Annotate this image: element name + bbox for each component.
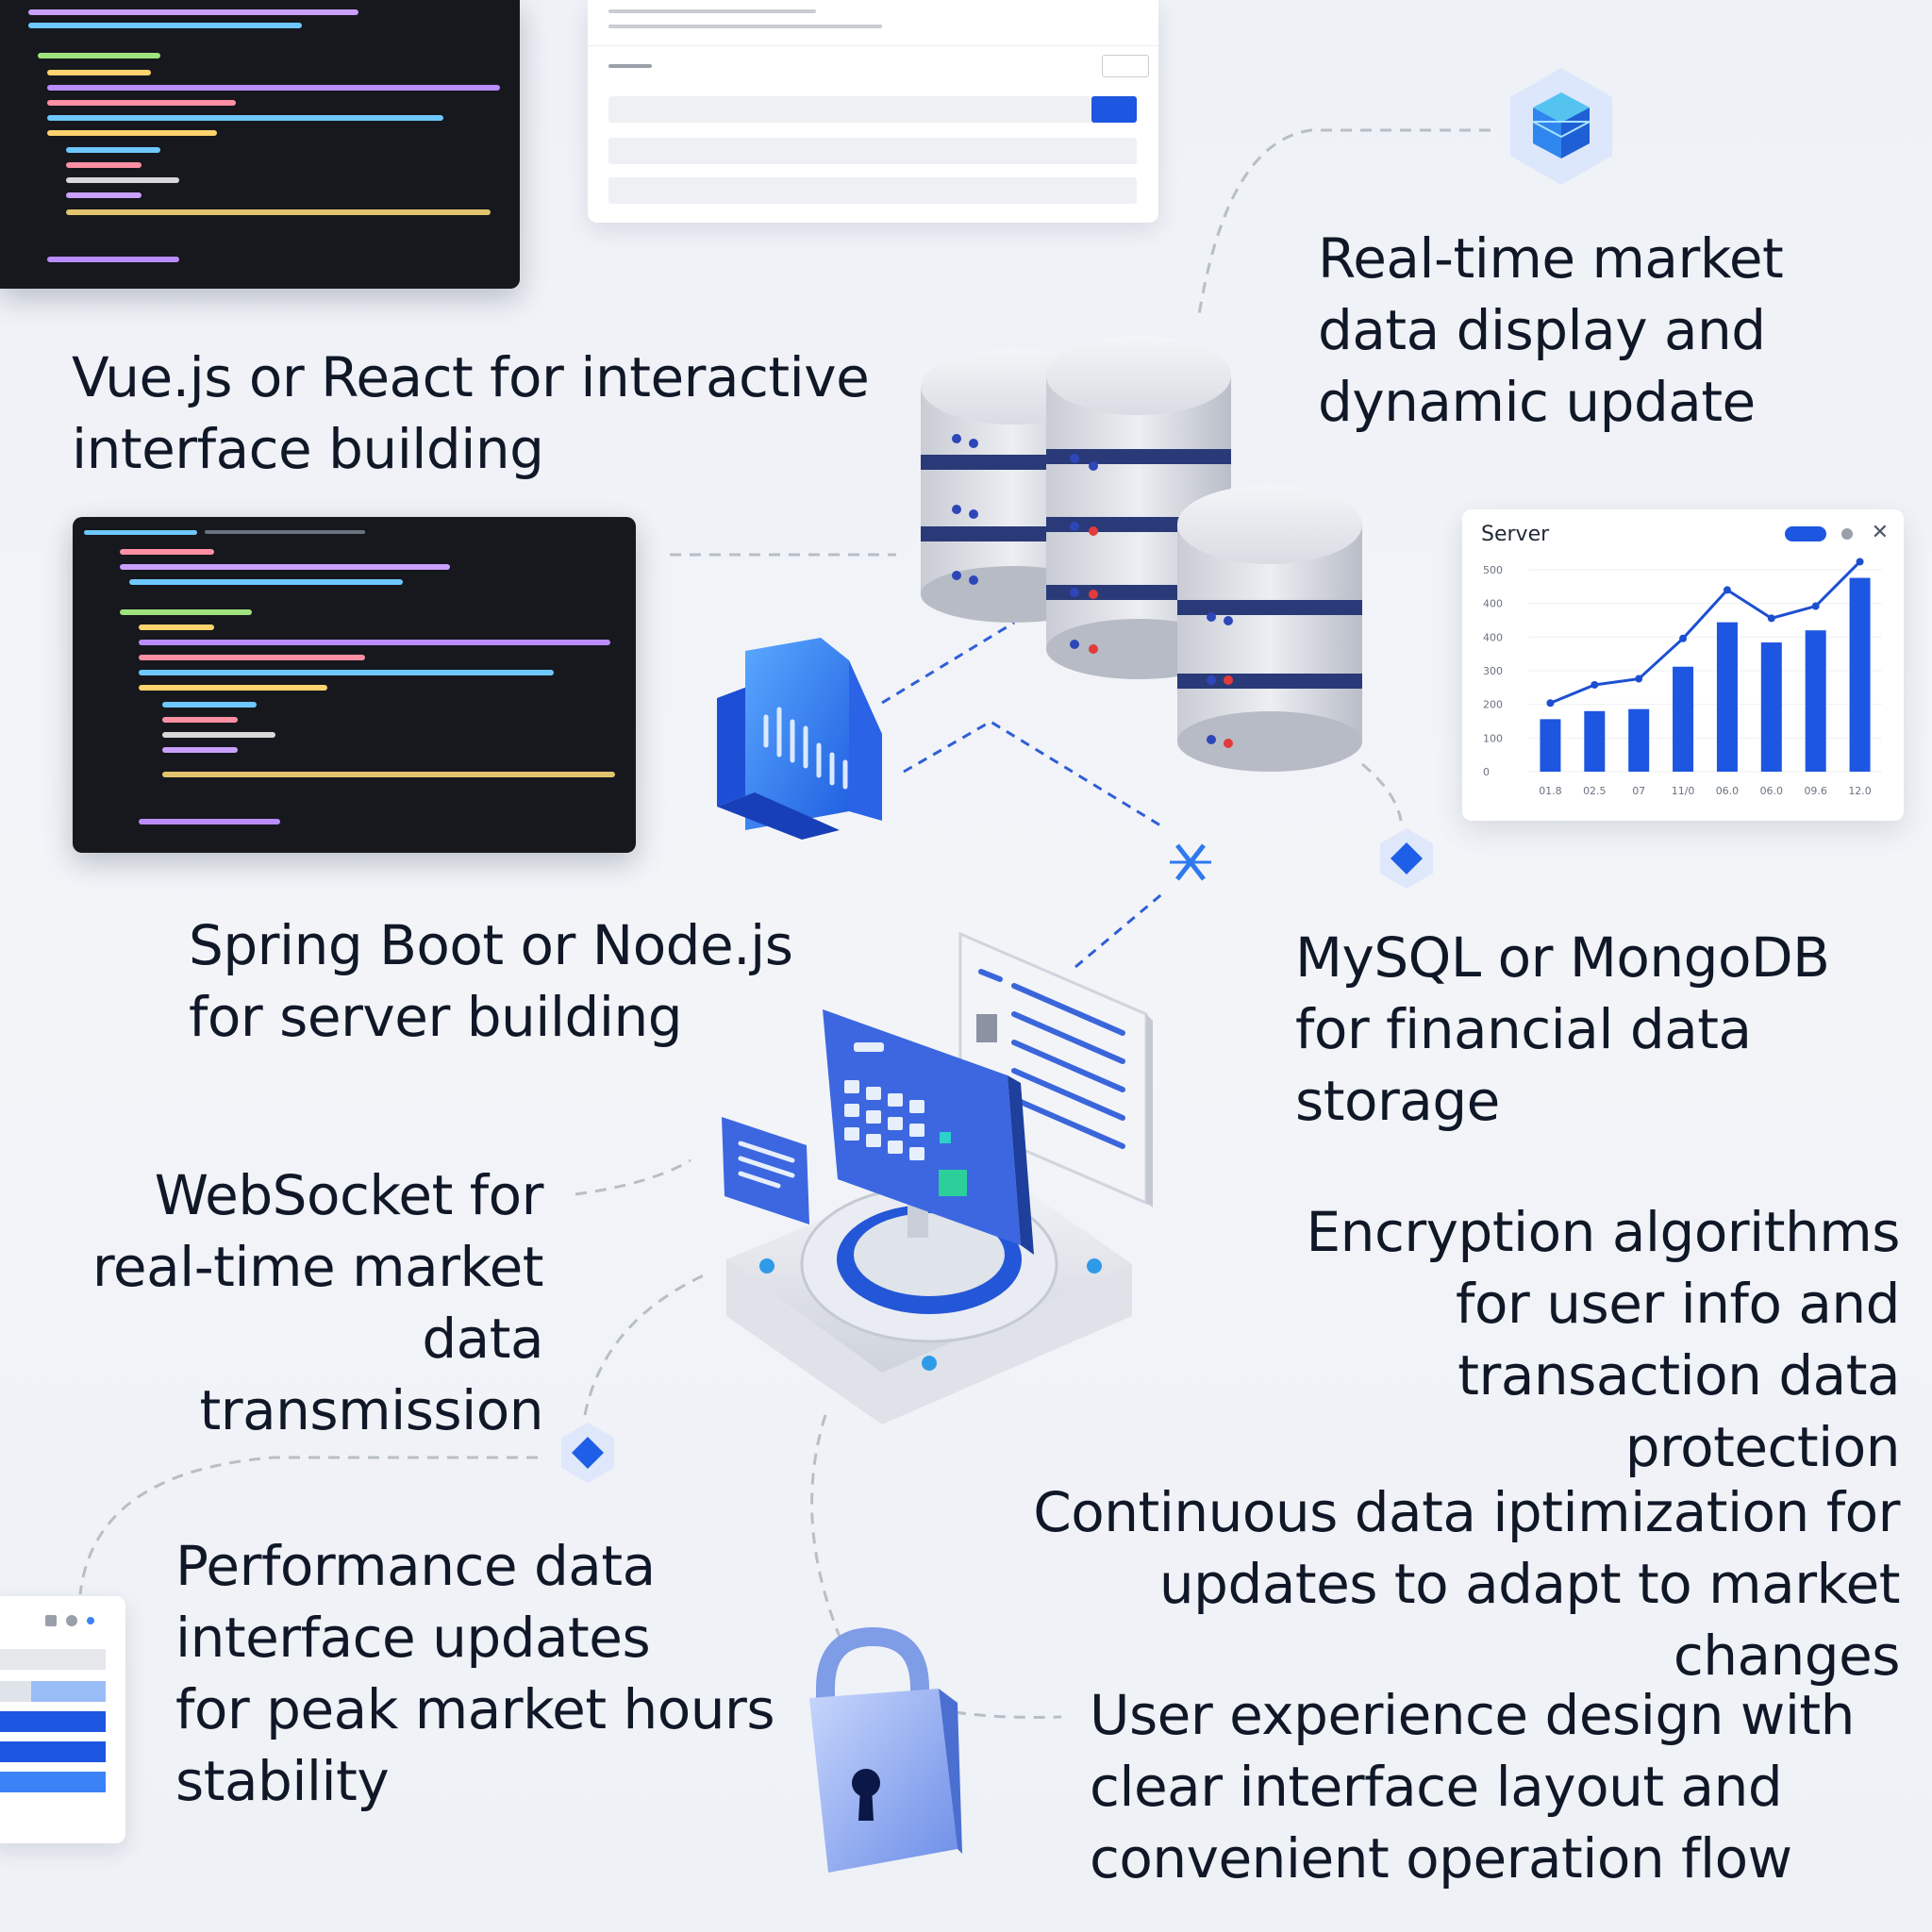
y-tick-label: 0 xyxy=(1483,766,1490,778)
x-tick-label: 07 xyxy=(1632,785,1645,797)
close-icon[interactable]: ✕ xyxy=(1871,521,1889,544)
label-realtime-display: Real-time market data display and dynami… xyxy=(1318,226,1784,434)
chart-bar xyxy=(1760,642,1782,772)
cube-icon xyxy=(1510,68,1612,185)
connector-lines xyxy=(78,128,1491,1719)
database-servers-icon xyxy=(921,336,1362,772)
mini-bar xyxy=(0,1711,106,1732)
x-tick-label: 09.6 xyxy=(1804,785,1827,797)
label-ux: User experience design with clear interf… xyxy=(1090,1683,1855,1890)
diamond-node-icon xyxy=(1380,828,1433,889)
x-node-icon xyxy=(1170,843,1211,881)
mini-bar xyxy=(0,1741,106,1762)
chart-line-point xyxy=(1591,680,1599,689)
y-tick-label: 400 xyxy=(1483,631,1503,643)
y-tick-label: 100 xyxy=(1483,732,1503,744)
analytics-block-icon xyxy=(717,638,882,840)
code-editor-panel xyxy=(0,0,520,289)
status-dot-icon xyxy=(1841,528,1853,540)
padlock-icon xyxy=(809,1626,962,1873)
label-backend: Spring Boot or Node.js for server buildi… xyxy=(189,913,793,1049)
chart-title: Server xyxy=(1481,523,1550,546)
chart-line-point xyxy=(1811,602,1820,610)
x-tick-label: 11/0 xyxy=(1672,785,1695,797)
chart-line-point xyxy=(1767,614,1775,623)
chart-bar xyxy=(1849,577,1871,772)
code-editor-panel xyxy=(73,517,636,853)
form-card xyxy=(588,0,1158,223)
label-websocket: WebSocket for real-time market data tran… xyxy=(92,1163,544,1442)
x-tick-label: 06.0 xyxy=(1760,785,1784,797)
mini-bar xyxy=(0,1772,106,1792)
y-tick-label: 300 xyxy=(1483,665,1503,677)
form-section-label xyxy=(608,64,652,68)
chart-bar xyxy=(1584,710,1606,772)
connector-cube-db xyxy=(1196,128,1491,322)
server-bar-chart: 500 400 400 300 200 100 0 01.8 02.5 07 11/0 06.0 06.… xyxy=(1483,558,1882,797)
label-database: MySQL or MongoDB for financial data stor… xyxy=(1295,925,1830,1133)
label-performance: Performance data interface updates for p… xyxy=(175,1534,775,1813)
x-tick-label: 12.0 xyxy=(1848,785,1872,797)
chart-bar xyxy=(1673,666,1694,772)
connector-lock xyxy=(810,1414,841,1638)
form-input-search[interactable] xyxy=(608,96,1137,123)
mini-bar xyxy=(0,1649,106,1670)
y-tick-label: 400 xyxy=(1483,598,1503,610)
form-submit-button[interactable] xyxy=(1091,96,1137,123)
chart-trend-line xyxy=(1549,560,1861,705)
chart-bar xyxy=(1628,708,1650,772)
connector-performance xyxy=(78,1456,538,1595)
connector-websocket-2 xyxy=(583,1272,708,1416)
chart-bar xyxy=(1805,630,1826,772)
toggle-switch[interactable] xyxy=(1785,526,1826,541)
status-dot-icon xyxy=(66,1615,77,1626)
chart-line-point xyxy=(1723,586,1731,594)
performance-mini-card xyxy=(0,1596,125,1843)
chart-line-point xyxy=(1546,699,1555,708)
form-small-button[interactable] xyxy=(1102,55,1149,77)
chart-bar xyxy=(1716,622,1738,772)
y-tick-label: 200 xyxy=(1483,699,1503,711)
connector-websocket xyxy=(575,1158,691,1196)
x-tick-label: 06.0 xyxy=(1716,785,1740,797)
form-input-field[interactable] xyxy=(608,177,1137,204)
form-text xyxy=(608,9,816,13)
label-optimization: Continuous data iptimization for updates… xyxy=(1033,1480,1900,1688)
x-tick-label: 01.8 xyxy=(1539,785,1562,797)
y-tick-label: 500 xyxy=(1483,564,1503,576)
server-chart-card: Server ✕ 500 400 400 300 200 100 0 01.8 02.5 07 11… xyxy=(1462,509,1904,821)
home-icon xyxy=(45,1615,57,1626)
form-input-field[interactable] xyxy=(608,138,1137,164)
chart-bar xyxy=(1540,719,1561,772)
mini-bar xyxy=(31,1681,106,1702)
diamond-node-icon xyxy=(561,1423,614,1483)
status-dot-icon xyxy=(87,1617,94,1624)
x-tick-label: 02.5 xyxy=(1583,785,1607,797)
connector-ux xyxy=(954,1710,1062,1719)
form-text xyxy=(608,25,882,28)
chart-line-point xyxy=(1856,558,1864,566)
chart-line-point xyxy=(1679,634,1688,642)
connector-db-diamond xyxy=(1361,762,1403,822)
label-encryption: Encryption algorithms for user info and … xyxy=(1306,1200,1901,1479)
dashed-blue-links xyxy=(881,621,1166,969)
label-frontend: Vue.js or React for interactive interfac… xyxy=(72,345,870,481)
chart-line-point xyxy=(1635,675,1643,683)
workstation-icon xyxy=(722,931,1153,1424)
